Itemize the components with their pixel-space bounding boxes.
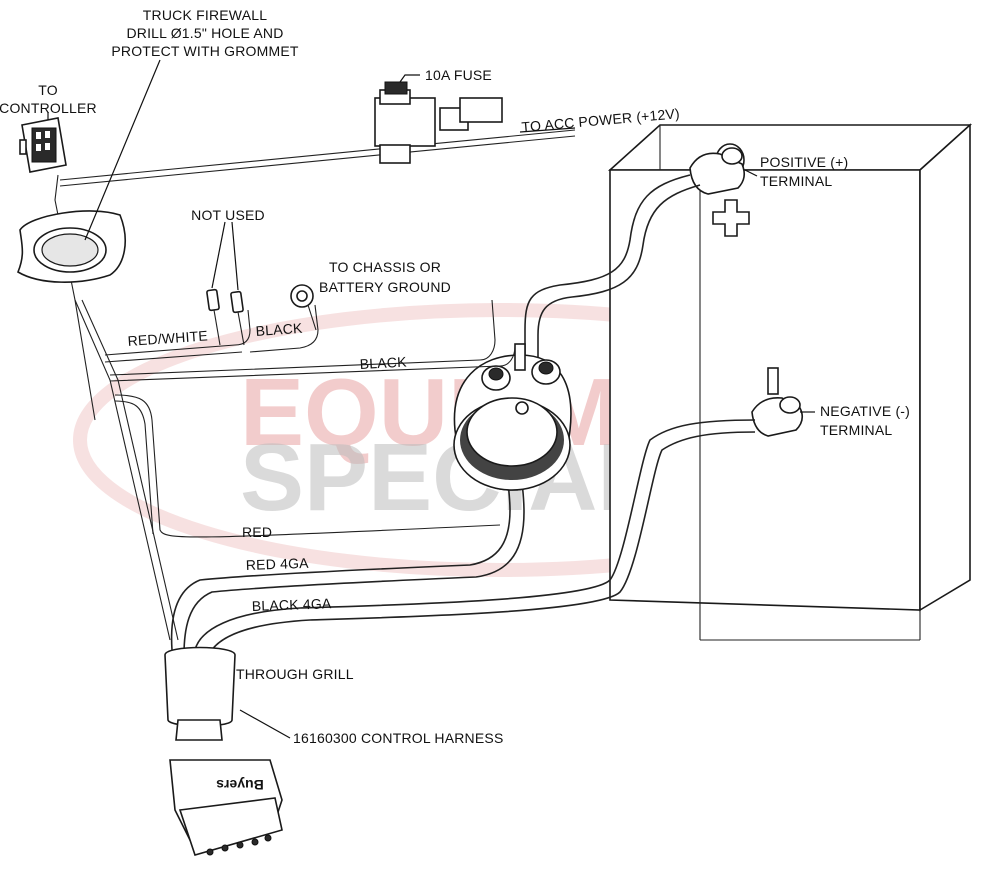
negative-terminal [751,396,804,437]
plug-brand-logo: Buyers [216,777,264,793]
fuse-holder [374,81,503,164]
positive-terminal-label-line1: POSITIVE (+) [760,154,848,170]
black-4ga-label: BLACK 4GA [252,595,333,614]
red-white-wire-label: RED/WHITE [127,327,208,349]
firewall-grommet [16,210,126,283]
not-used-label: NOT USED [191,207,265,223]
controller-label-line2: CONTROLLER [0,100,97,116]
black-short-wire-label: BLACK [255,320,303,339]
control-harness-label: 16160300 CONTROL HARNESS [293,730,503,746]
control-harness-plug: Buyers [164,646,283,856]
negative-terminal-label-line1: NEGATIVE (-) [820,403,910,419]
fuse-label: 10A FUSE [425,67,492,83]
red-4ga-label: RED 4GA [246,555,310,573]
firewall-label-line3: PROTECT WITH GROMMET [111,43,299,59]
ring-terminal [290,284,317,331]
solenoid [453,343,572,491]
positive-terminal [689,143,746,195]
chassis-ground-label-line2: BATTERY GROUND [319,279,451,295]
negative-terminal-label-line2: TERMINAL [820,422,892,438]
battery [607,123,973,641]
plus-sign-icon [712,199,750,237]
red-wire-label: RED [242,524,272,540]
firewall-label-line1: TRUCK FIREWALL [143,7,267,23]
controller-connector [19,117,67,173]
black-long-wire-label: BLACK [359,354,407,372]
chassis-ground-label-line1: TO CHASSIS OR [329,259,441,275]
positive-terminal-label-line2: TERMINAL [760,173,832,189]
firewall-label-line2: DRILL Ø1.5" HOLE AND [126,25,283,41]
controller-label-line1: TO [38,82,58,98]
not-used-connectors [206,288,245,346]
through-grill-label: THROUGH GRILL [236,666,354,682]
